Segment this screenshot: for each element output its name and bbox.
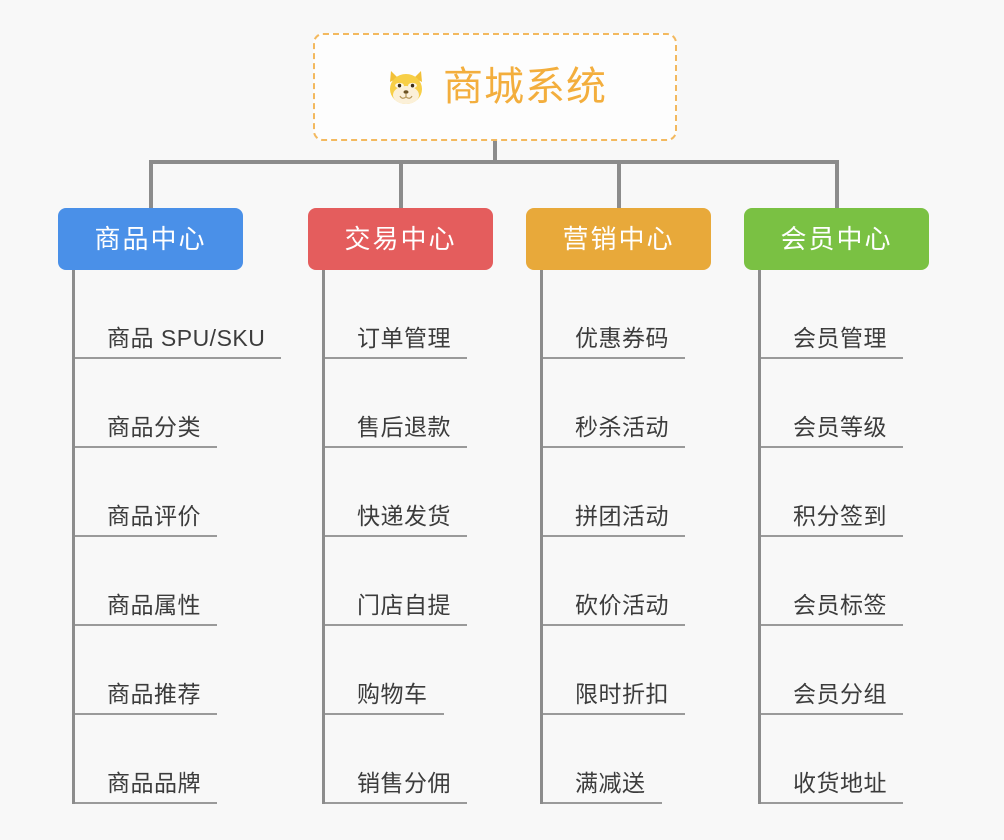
column-member-center: 会员中心 会员管理 会员等级 积分签到 会员标签 [744, 208, 929, 804]
connector-root-stem [493, 141, 497, 164]
leaf-list-trade-center: 订单管理 售后退款 快递发货 门店自提 购物车 [322, 270, 493, 804]
leaf-label: 商品分类 [107, 413, 201, 440]
leaf-underline: 商品属性 [75, 591, 217, 626]
list-item[interactable]: 购物车 [325, 626, 493, 715]
category-title: 商品中心 [94, 224, 207, 254]
list-item[interactable]: 会员分组 [761, 626, 929, 715]
list-item[interactable]: 商品评价 [75, 448, 281, 537]
leaf-underline: 会员分组 [761, 680, 903, 715]
category-header-product-center[interactable]: 商品中心 [58, 208, 243, 270]
category-title: 营销中心 [562, 224, 675, 254]
leaf-underline: 销售分佣 [325, 769, 467, 804]
category-title: 会员中心 [780, 224, 893, 254]
root-node-mall-system[interactable]: 商城系统 [313, 33, 677, 141]
leaf-list-marketing-center: 优惠券码 秒杀活动 拼团活动 砍价活动 限时折扣 [540, 270, 711, 804]
list-item[interactable]: 门店自提 [325, 537, 493, 626]
leaf-label: 会员管理 [793, 324, 887, 351]
leaf-underline: 门店自提 [325, 591, 467, 626]
list-item[interactable]: 秒杀活动 [543, 359, 711, 448]
list-item[interactable]: 售后退款 [325, 359, 493, 448]
connector-drop-product-center [149, 160, 153, 208]
leaf-underline: 商品品牌 [75, 769, 217, 804]
list-item[interactable]: 限时折扣 [543, 626, 711, 715]
leaf-label: 秒杀活动 [575, 413, 669, 440]
list-item[interactable]: 会员管理 [761, 270, 929, 359]
leaf-label: 限时折扣 [575, 680, 669, 707]
leaf-label: 优惠券码 [575, 324, 669, 351]
leaf-underline: 商品 SPU/SKU [75, 324, 282, 359]
leaf-underline: 商品推荐 [75, 680, 217, 715]
shiba-dog-face-icon [383, 64, 429, 110]
list-item[interactable]: 商品分类 [75, 359, 281, 448]
leaf-underline: 订单管理 [325, 324, 467, 359]
leaf-underline: 砍价活动 [543, 591, 685, 626]
leaf-label: 会员标签 [793, 591, 887, 618]
leaf-label: 购物车 [357, 680, 428, 707]
list-item[interactable]: 会员等级 [761, 359, 929, 448]
leaf-underline: 售后退款 [325, 413, 467, 448]
column-trade-center: 交易中心 订单管理 售后退款 快递发货 门店自提 [308, 208, 493, 804]
connector-horizontal-bus [149, 160, 839, 164]
list-item[interactable]: 优惠券码 [543, 270, 711, 359]
leaf-list-member-center: 会员管理 会员等级 积分签到 会员标签 会员分组 [758, 270, 929, 804]
list-item[interactable]: 商品 SPU/SKU [75, 270, 282, 359]
leaf-label: 快递发货 [357, 502, 451, 529]
leaf-label: 积分签到 [793, 502, 887, 529]
list-item[interactable]: 商品品牌 [75, 715, 281, 804]
leaf-label: 满减送 [575, 769, 646, 796]
leaf-label: 会员分组 [793, 680, 887, 707]
leaf-underline: 满减送 [543, 769, 662, 804]
leaf-underline: 会员管理 [761, 324, 903, 359]
category-header-marketing-center[interactable]: 营销中心 [526, 208, 711, 270]
leaf-list-product-center: 商品 SPU/SKU 商品分类 商品评价 商品属性 商品推荐 [72, 270, 282, 804]
list-item[interactable]: 满减送 [543, 715, 711, 804]
list-item[interactable]: 快递发货 [325, 448, 493, 537]
leaf-underline: 收货地址 [761, 769, 903, 804]
list-item[interactable]: 拼团活动 [543, 448, 711, 537]
column-product-center: 商品中心 商品 SPU/SKU 商品分类 商品评价 商品属性 [58, 208, 282, 804]
leaf-underline: 购物车 [325, 680, 444, 715]
leaf-underline: 会员等级 [761, 413, 903, 448]
leaf-label: 拼团活动 [575, 502, 669, 529]
connector-drop-member-center [835, 160, 839, 208]
leaf-label: 订单管理 [357, 324, 451, 351]
leaf-underline: 限时折扣 [543, 680, 685, 715]
leaf-underline: 积分签到 [761, 502, 903, 537]
list-item[interactable]: 收货地址 [761, 715, 929, 804]
list-item[interactable]: 积分签到 [761, 448, 929, 537]
leaf-underline: 优惠券码 [543, 324, 685, 359]
list-item[interactable]: 商品推荐 [75, 626, 281, 715]
leaf-label: 商品属性 [107, 591, 201, 618]
leaf-label: 门店自提 [357, 591, 451, 618]
category-header-trade-center[interactable]: 交易中心 [308, 208, 493, 270]
leaf-label: 收货地址 [793, 769, 887, 796]
column-marketing-center: 营销中心 优惠券码 秒杀活动 拼团活动 砍价活动 [526, 208, 711, 804]
list-item[interactable]: 商品属性 [75, 537, 281, 626]
list-item[interactable]: 订单管理 [325, 270, 493, 359]
root-title: 商城系统 [443, 65, 607, 109]
connector-drop-marketing-center [617, 160, 621, 208]
leaf-label: 砍价活动 [575, 591, 669, 618]
leaf-label: 商品 SPU/SKU [107, 324, 266, 351]
connector-drop-trade-center [399, 160, 403, 208]
leaf-underline: 会员标签 [761, 591, 903, 626]
category-header-member-center[interactable]: 会员中心 [744, 208, 929, 270]
leaf-label: 商品推荐 [107, 680, 201, 707]
list-item[interactable]: 砍价活动 [543, 537, 711, 626]
list-item[interactable]: 销售分佣 [325, 715, 493, 804]
leaf-underline: 商品评价 [75, 502, 217, 537]
list-item[interactable]: 会员标签 [761, 537, 929, 626]
leaf-label: 商品品牌 [107, 769, 201, 796]
leaf-underline: 拼团活动 [543, 502, 685, 537]
leaf-label: 销售分佣 [357, 769, 451, 796]
leaf-underline: 秒杀活动 [543, 413, 685, 448]
leaf-label: 会员等级 [793, 413, 887, 440]
leaf-underline: 商品分类 [75, 413, 217, 448]
leaf-label: 售后退款 [357, 413, 451, 440]
category-title: 交易中心 [344, 224, 457, 254]
leaf-label: 商品评价 [107, 502, 201, 529]
leaf-underline: 快递发货 [325, 502, 467, 537]
